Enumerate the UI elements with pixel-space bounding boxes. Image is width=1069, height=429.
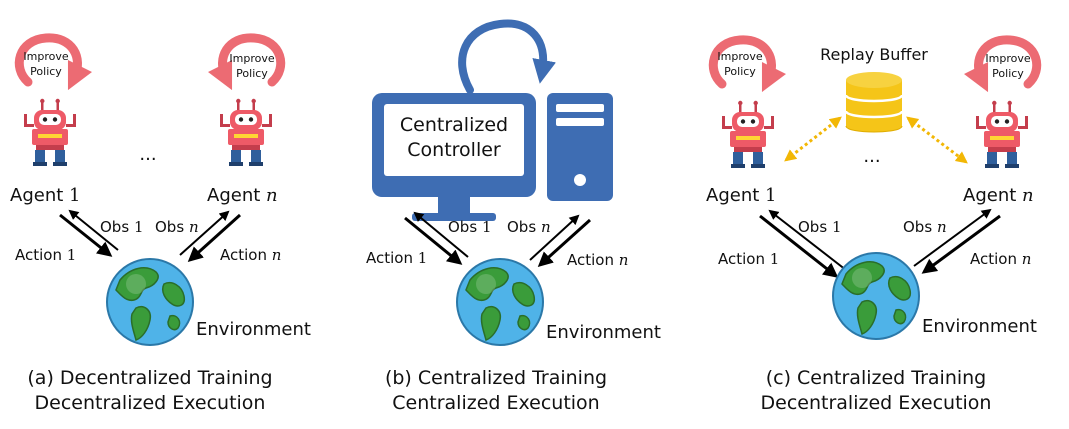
caption-b-line1: (b) Centralized Training xyxy=(385,367,607,389)
obs-n-arrow xyxy=(529,214,580,261)
action-1-arrow xyxy=(759,214,839,278)
action-1-label: Action 1 xyxy=(15,246,76,264)
robot-icon xyxy=(24,98,76,166)
obs-n-label: Obs n xyxy=(155,218,199,236)
environment-label: Environment xyxy=(922,316,1037,337)
buffer-link-left xyxy=(784,116,842,162)
action-n-arrow xyxy=(187,213,242,263)
action-1-arrow xyxy=(59,213,113,257)
improve-label-line1: Improve xyxy=(229,52,274,65)
caption-b-line2: Centralized Execution xyxy=(392,392,599,414)
obs-1-arrow xyxy=(68,209,119,251)
improve-label-line2: Policy xyxy=(236,67,268,80)
obs-n-arrow xyxy=(913,208,992,267)
agent-1-label: Agent 1 xyxy=(706,185,776,206)
obs-n-label: Obs n xyxy=(507,218,551,236)
action-1-label: Action 1 xyxy=(366,249,427,267)
agents-ellipsis: ... xyxy=(863,146,880,167)
obs-1-arrow xyxy=(768,209,847,271)
agent-n-label: Agent n xyxy=(963,185,1034,206)
improve-label-line1: Improve xyxy=(23,50,68,63)
improve-label-line1: Improve xyxy=(717,50,762,63)
database-icon xyxy=(844,72,904,133)
earth-icon xyxy=(832,252,920,340)
robot-icon xyxy=(722,100,774,168)
panel-c: Improve Policy Improve Policy Replay Buf… xyxy=(706,40,1037,414)
cycle-arrow-icon xyxy=(458,19,556,94)
obs-n-arrow xyxy=(179,210,230,256)
controller-line1: Centralized xyxy=(400,114,508,136)
action-1-arrow xyxy=(404,216,463,265)
robot-icon xyxy=(976,100,1028,168)
action-n-label: Action n xyxy=(220,246,281,264)
obs-1-label: Obs 1 xyxy=(100,218,143,236)
environment-label: Environment xyxy=(546,322,661,343)
action-n-label: Action n xyxy=(970,250,1031,268)
controller-line2: Controller xyxy=(407,139,501,161)
monitor-icon xyxy=(372,93,536,221)
improve-label-line1: Improve xyxy=(985,52,1030,65)
obs-1-arrow xyxy=(413,211,469,258)
caption-a-line1: (a) Decentralized Training xyxy=(27,367,272,389)
caption-a-line2: Decentralized Execution xyxy=(35,392,266,414)
robot-icon xyxy=(220,98,272,166)
caption-c-line1: (c) Centralized Training xyxy=(766,367,987,389)
agent-n-label: Agent n xyxy=(207,185,278,206)
buffer-link-right xyxy=(906,116,968,164)
obs-n-label: Obs n xyxy=(903,218,947,236)
obs-1-label: Obs 1 xyxy=(798,218,841,236)
environment-label: Environment xyxy=(196,319,311,340)
agents-ellipsis: ... xyxy=(139,144,156,165)
panel-b: Centralized Controller Obs 1 Obs n Actio… xyxy=(366,19,661,414)
panel-a: Improve Policy Improve Policy ... Agent … xyxy=(10,38,311,414)
improve-label-line2: Policy xyxy=(992,67,1024,80)
action-n-label: Action n xyxy=(567,251,628,269)
replay-buffer-label: Replay Buffer xyxy=(820,45,928,64)
action-n-arrow xyxy=(921,214,1001,274)
earth-icon xyxy=(456,258,544,346)
earth-icon xyxy=(106,258,194,346)
obs-1-label: Obs 1 xyxy=(448,218,491,236)
computer-tower-icon xyxy=(547,93,613,201)
caption-c-line2: Decentralized Execution xyxy=(761,392,992,414)
agent-1-label: Agent 1 xyxy=(10,185,80,206)
action-n-arrow xyxy=(537,218,592,268)
action-1-label: Action 1 xyxy=(718,250,779,268)
improve-label-line2: Policy xyxy=(724,65,756,78)
improve-label-line2: Policy xyxy=(30,65,62,78)
